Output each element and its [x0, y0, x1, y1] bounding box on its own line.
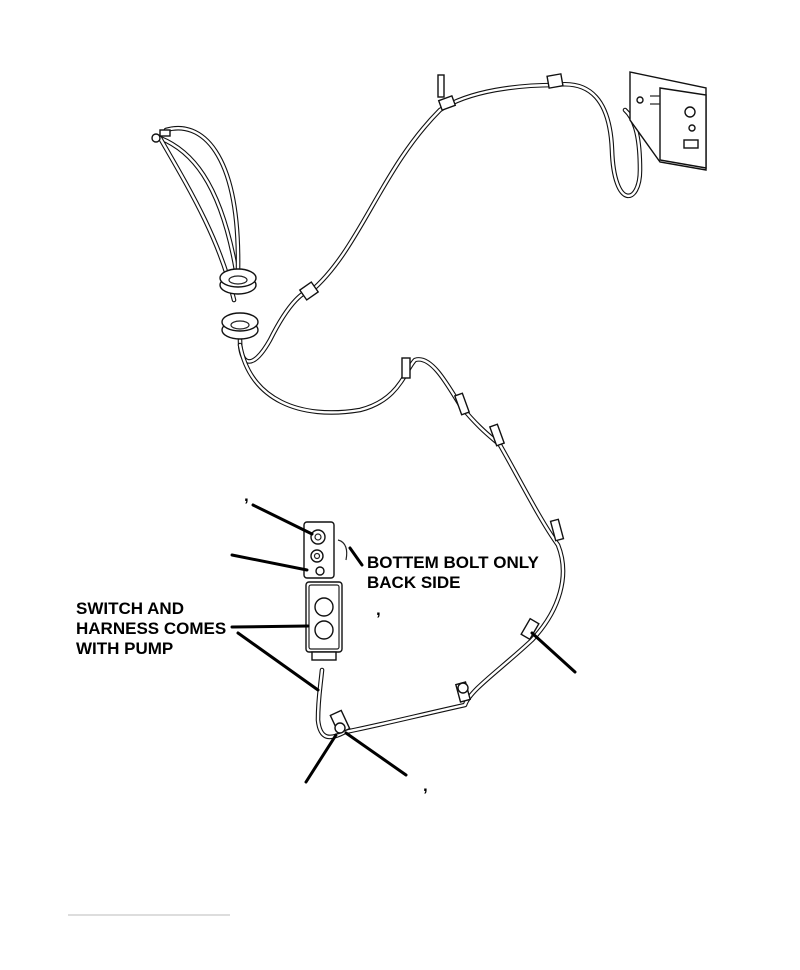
bottom-bolt-callout: BOTTEM BOLT ONLY BACK SIDE [367, 553, 539, 593]
leader-right-clamp [530, 631, 577, 674]
switch-box [305, 581, 343, 661]
harness-wire [157, 81, 643, 740]
comma-mark-top: , [244, 486, 249, 505]
clamp-middle [298, 281, 320, 301]
mounting-bracket [629, 71, 707, 171]
leader-top-comma [251, 503, 314, 536]
bolt-callout-line-1: BOTTEM BOLT ONLY [367, 553, 539, 572]
grommet-upper [219, 268, 257, 295]
ring-terminal [151, 129, 171, 143]
connector-bottom [329, 709, 351, 735]
switch-callout-line-3: WITH PUMP [76, 639, 174, 658]
bolt-callout-line-2: BACK SIDE [367, 573, 461, 592]
switch-harness-callout: SWITCH AND HARNESS COMES WITH PUMP [76, 599, 226, 659]
leader-bolt [348, 546, 364, 567]
clamp-lower-6 [454, 681, 472, 703]
leader-plate-lower [230, 553, 309, 572]
clamp-lower-2 [453, 392, 471, 416]
comma-mark-bottom: , [423, 776, 428, 795]
leader-bottom-left [304, 733, 338, 784]
switch-callout-line-1: SWITCH AND [76, 599, 184, 618]
switch-plate [303, 521, 335, 579]
bolt-hook [337, 539, 348, 561]
clamp-lower-3 [488, 423, 506, 447]
leader-switch-2 [236, 631, 320, 692]
clamp-top-right [546, 73, 564, 89]
clamp-top-left [437, 74, 457, 111]
switch-callout-line-2: HARNESS COMES [76, 619, 227, 638]
leader-switch-1 [230, 624, 310, 629]
comma-mark-middle: , [376, 600, 381, 619]
leader-bottom-right [344, 731, 408, 777]
grommet-lower [221, 312, 259, 340]
clamp-lower-4 [549, 518, 565, 542]
clamp-lower-1 [401, 357, 411, 379]
clamp-lower-5 [520, 617, 540, 641]
